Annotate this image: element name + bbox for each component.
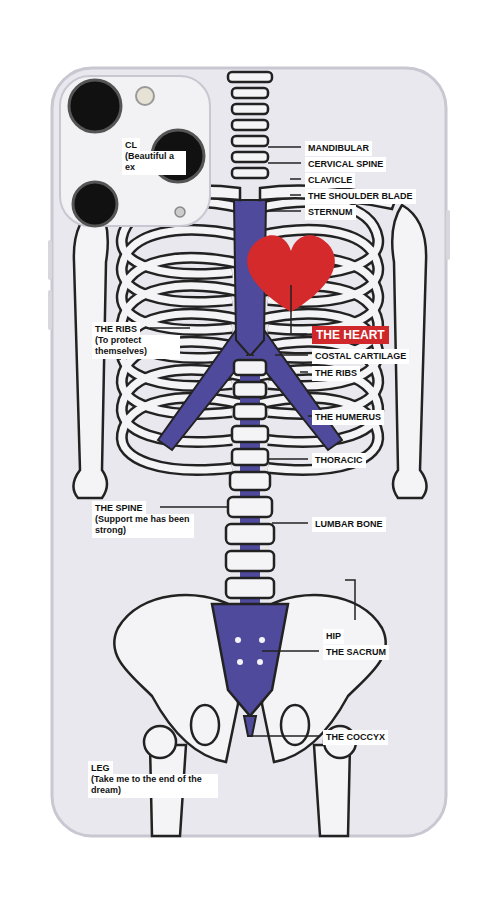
part-label: THE SACRUM	[323, 645, 389, 660]
camera-mic	[175, 207, 185, 217]
camera-lens	[69, 80, 121, 132]
cervical-spine	[228, 72, 272, 178]
part-label: THE HUMERUS	[312, 410, 384, 425]
sacral-hole	[259, 637, 265, 643]
part-note: (Take me to the end of the dream)	[88, 774, 218, 798]
part-label: CERVICAL SPINE	[305, 157, 386, 172]
part-label: THE COCCYX	[323, 730, 388, 745]
side-button	[446, 210, 450, 260]
sacral-hole	[235, 637, 241, 643]
sacral-hole	[237, 659, 243, 665]
part-label: LUMBAR BONE	[312, 517, 386, 532]
sacrum	[212, 604, 288, 716]
part-label: THE SHOULDER BLADE	[305, 189, 416, 204]
part-label: CLAVICLE	[305, 173, 355, 188]
coccyx	[244, 716, 256, 736]
part-label: STERNUM	[305, 205, 356, 220]
part-label: THORACIC	[312, 453, 366, 468]
side-button	[48, 240, 52, 280]
femur	[314, 745, 350, 836]
leader-lines	[120, 147, 355, 736]
side-button	[48, 290, 52, 330]
sacral-hole	[257, 659, 263, 665]
part-label: MANDIBULAR	[305, 141, 372, 156]
part-label: THE RIBS	[312, 366, 360, 381]
pelvis	[114, 595, 386, 836]
part-label: HIP	[323, 629, 344, 644]
camera-plate	[60, 76, 210, 226]
part-note: (To protect themselves)	[92, 335, 180, 359]
phone-case	[52, 68, 446, 836]
part-note: (Support me has been strong)	[92, 514, 194, 538]
camera-module	[60, 76, 210, 226]
camera-lens	[73, 182, 117, 226]
vertebrae	[226, 360, 274, 598]
heart-label: THE HEART	[312, 326, 389, 344]
camera-flash	[136, 87, 154, 105]
part-label: COSTAL CARTILAGE	[312, 349, 409, 364]
part-note: (Beautiful a ex	[122, 151, 186, 175]
